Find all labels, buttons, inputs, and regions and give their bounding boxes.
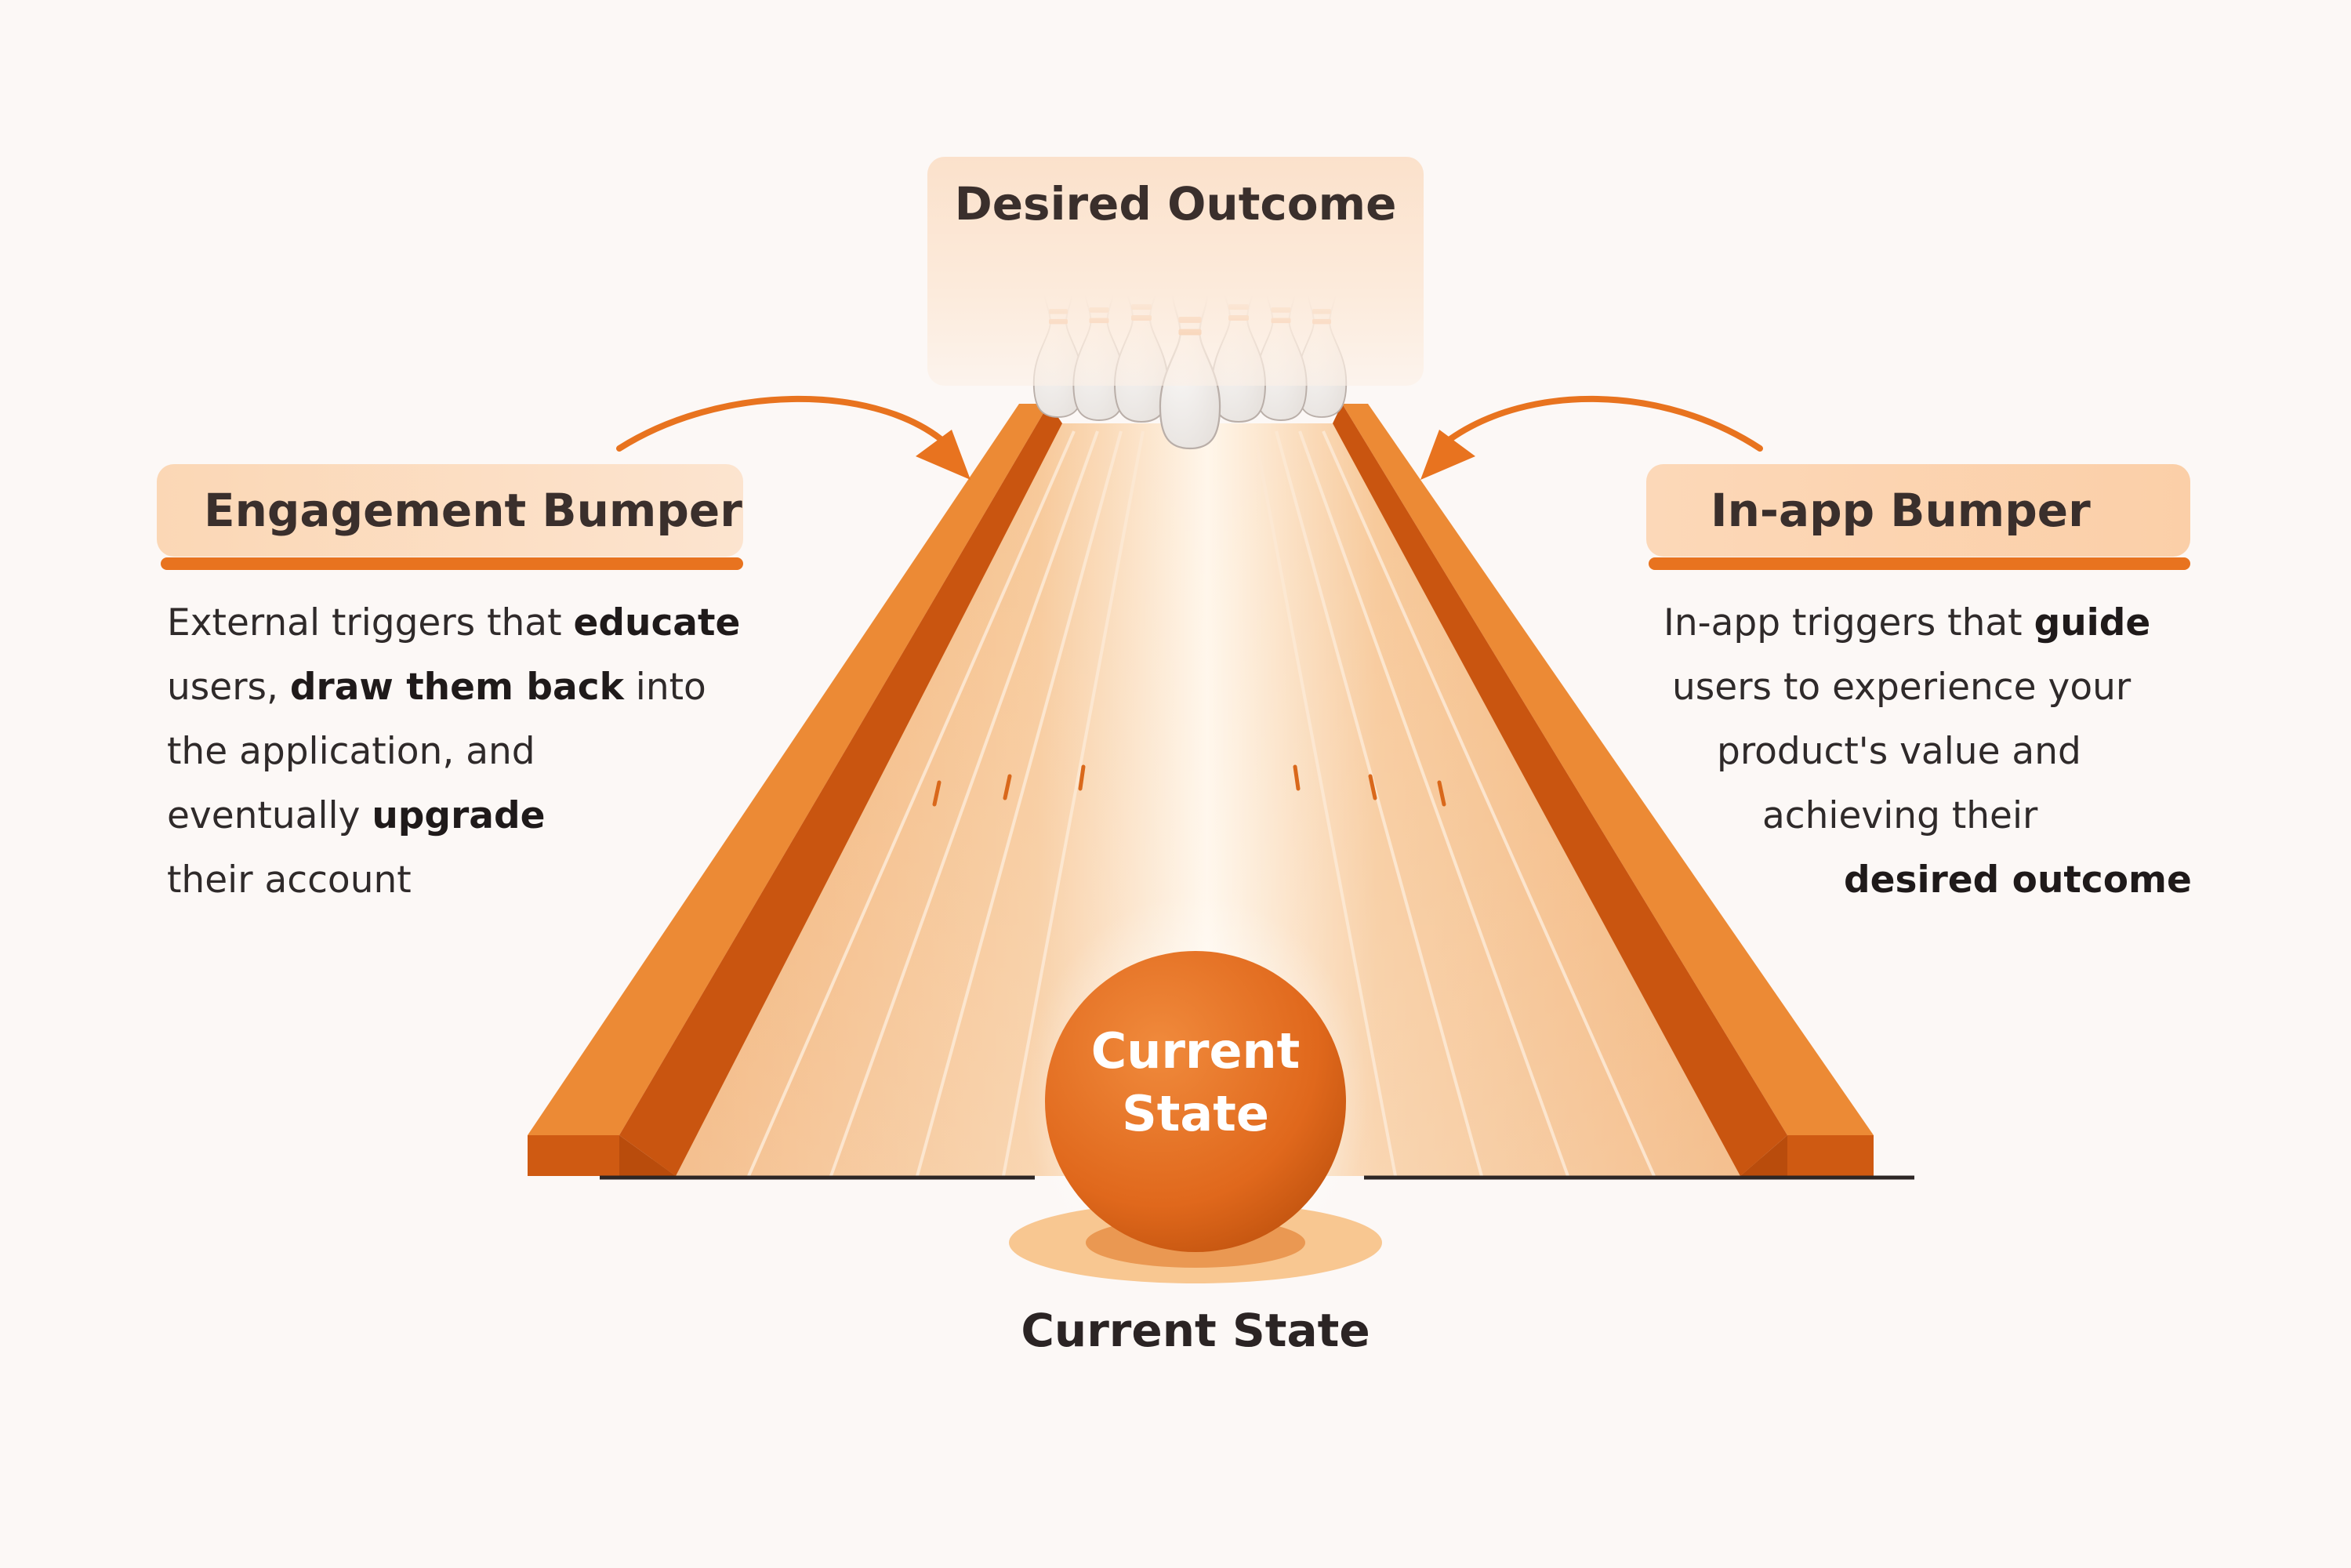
lane-target-arrows <box>932 764 1446 807</box>
right-bumper <box>1333 404 1874 1176</box>
engagement-bumper-box: Engagement Bumper <box>157 464 743 557</box>
desc-emphasis: educate <box>573 601 741 644</box>
desc-text: users to experience your <box>1672 666 2132 709</box>
engagement-bumper-description: External triggers that educate users, dr… <box>167 591 763 913</box>
desc-emphasis: guide <box>2034 601 2151 644</box>
bowling-ball <box>1045 951 1346 1252</box>
desc-text: their account <box>167 858 412 902</box>
ball-label-line2: State <box>1122 1085 1269 1142</box>
left-bumper <box>528 404 1062 1176</box>
desc-text: the application, and <box>167 730 535 773</box>
lane-highlight <box>643 423 1772 1176</box>
desired-outcome-box: Desired Outcome <box>927 157 1424 386</box>
desc-text: eventually <box>167 794 372 837</box>
desc-text: product's value and <box>1717 730 2081 773</box>
desc-emphasis: draw them back <box>289 666 624 709</box>
inapp-bumper-underline <box>1649 557 2190 570</box>
engagement-bumper-title: Engagement Bumper <box>204 484 742 537</box>
lane-board-lines <box>747 430 1656 1177</box>
desired-outcome-title: Desired Outcome <box>954 177 1397 230</box>
ball-label-line1: Current <box>1091 1022 1301 1080</box>
current-state-label: Current State <box>1021 1304 1370 1357</box>
desc-text: users, <box>167 666 290 709</box>
engagement-bumper-underline <box>161 557 743 570</box>
right-curved-arrow <box>1420 396 1763 480</box>
desc-text: In-app triggers that <box>1663 601 2034 644</box>
desc-emphasis: upgrade <box>372 794 546 837</box>
desc-text: achieving their <box>1762 794 2038 837</box>
left-curved-arrow <box>616 396 971 480</box>
desc-emphasis: desired outcome <box>1844 858 2192 902</box>
inapp-bumper-description: In-app triggers that guide users to expe… <box>1646 591 2211 913</box>
inapp-bumper-title: In-app Bumper <box>1711 484 2091 537</box>
inapp-bumper-box: In-app Bumper <box>1646 464 2190 557</box>
desc-text: External triggers that <box>167 601 574 644</box>
desc-text: into <box>623 666 706 709</box>
